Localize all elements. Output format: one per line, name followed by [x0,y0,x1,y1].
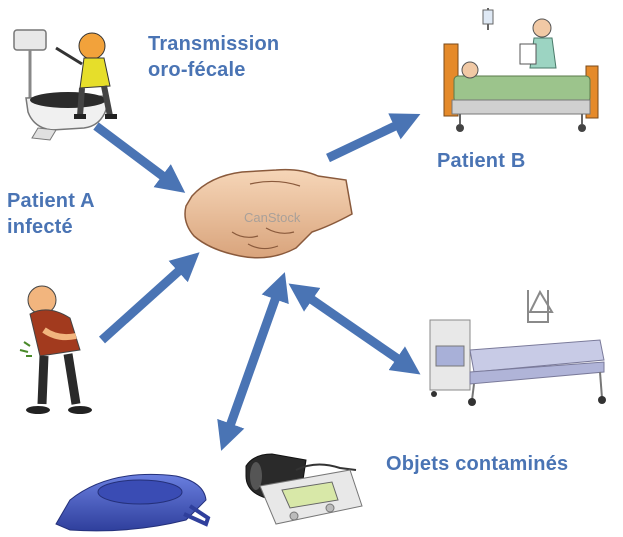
bedpan-icon [55,473,211,532]
patient-b-label: Patient B [437,150,526,172]
person-with-stomach-ache-icon [19,285,92,414]
arrow-handshake-bed [288,283,421,375]
handshake-icon: CanStock [184,168,353,259]
blood-pressure-monitor-icon [245,453,363,525]
empty-hospital-bed-icon [429,289,606,406]
arrow-toilet-to-handshake [93,122,186,193]
watermark-text: CanStock [244,210,301,225]
patient-a-label-line-1: Patient A [7,190,95,212]
patient-in-hospital-bed-icon [443,8,599,132]
transmission-label-line-1: Transmission [148,33,280,55]
person-flushing-toilet-icon [13,29,117,141]
arrow-patient-a-to-handshake [98,252,200,344]
arrow-handshake-bedpan [217,272,289,451]
objets-contamines-label: Objets contaminés [386,453,569,475]
patient-a-label-line-2: infecté [7,216,73,238]
arrow-handshake-to-patient-b [326,113,421,163]
transmission-label-line-2: oro-fécale [148,59,246,81]
transmission-label: Transmission oro-fécale [148,31,279,83]
patient-a-label: Patient A infecté [7,188,95,240]
arrows [93,113,421,451]
